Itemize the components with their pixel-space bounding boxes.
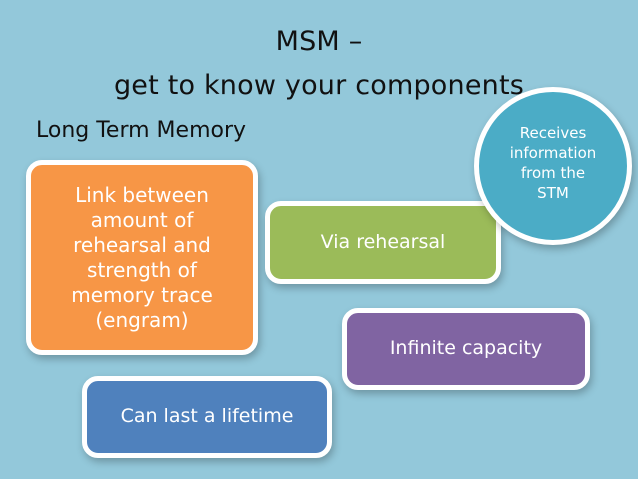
orange-box: Link between amount of rehearsal and str…	[26, 160, 258, 355]
slide-title-line-2: get to know your components	[113, 70, 525, 101]
purple-box: Infinite capacity	[342, 308, 590, 390]
green-box: Via rehearsal	[265, 201, 501, 284]
cyan-circle: Receives information from the STM	[474, 87, 632, 245]
blue-box-text: Can last a lifetime	[120, 405, 294, 428]
slide-title-line-1: MSM –	[275, 26, 363, 57]
purple-box-text: Infinite capacity	[389, 337, 543, 360]
cyan-circle-text: Receives information from the STM	[509, 123, 597, 203]
blue-box: Can last a lifetime	[82, 376, 332, 458]
orange-box-text: Link between amount of rehearsal and str…	[71, 182, 213, 332]
green-box-text: Via rehearsal	[320, 230, 446, 253]
section-heading: Long Term Memory	[36, 118, 247, 143]
